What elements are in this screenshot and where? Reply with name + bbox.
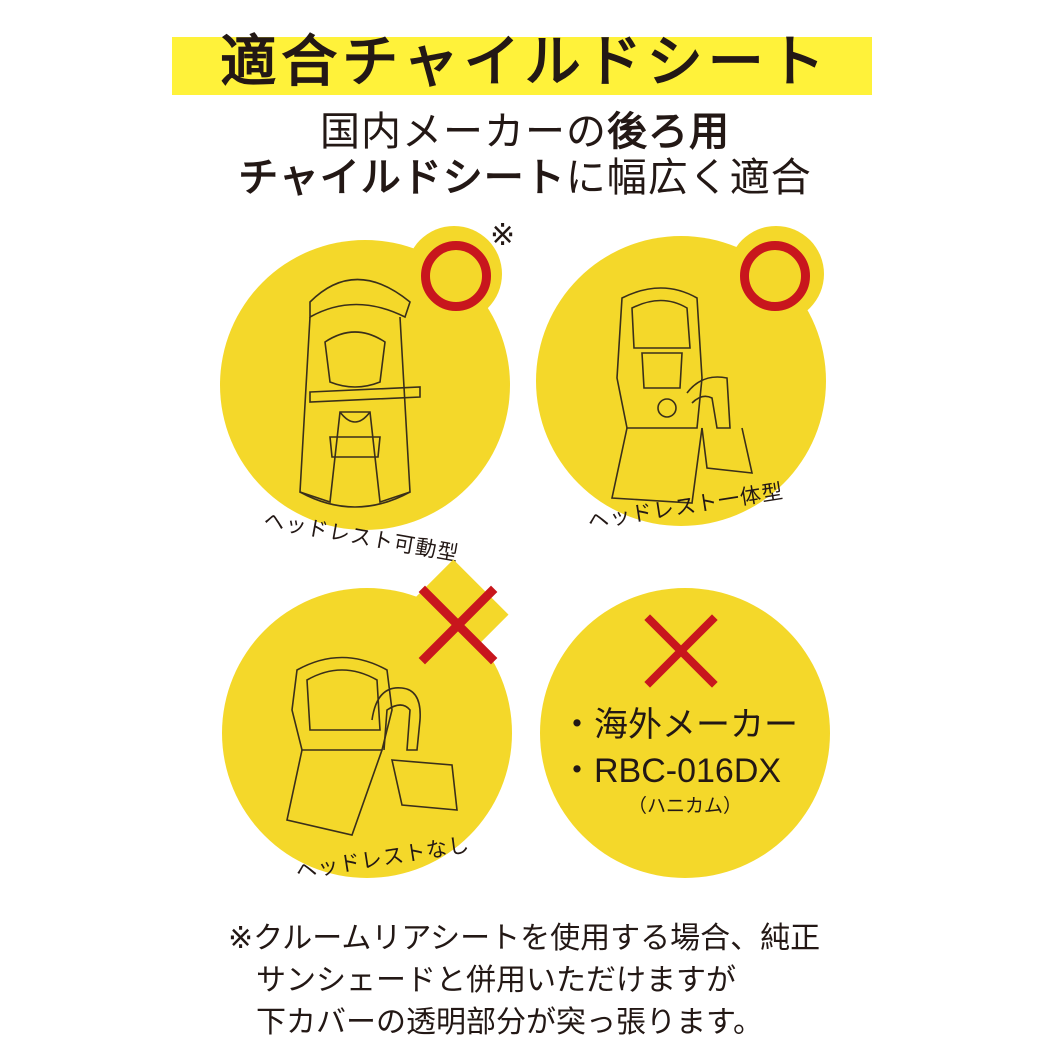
ng-mark-icon <box>418 585 498 665</box>
incompatible-list: ・海外メーカー ・RBC-016DX （ハニカム） <box>560 702 798 820</box>
seat-headrest-integrated-illustration <box>611 287 754 504</box>
footnote-line-1: ※クルームリアシートを使用する場合、純正 <box>228 921 821 956</box>
footnote: ※クルームリアシートを使用する場合、純正 サンシェードと併用いただけますが 下カ… <box>228 918 820 1044</box>
subtitle-bold-1: 後ろ用 <box>607 109 730 155</box>
page-title: 適合チャイルドシート <box>220 29 830 95</box>
subtitle-plain-1: 国内メーカーの <box>320 109 607 155</box>
seat-no-headrest-illustration <box>286 656 458 836</box>
subtitle-line-1: 国内メーカーの後ろ用 <box>0 106 1050 158</box>
ng-mark-icon <box>644 614 718 688</box>
subtitle-line-2: チャイルドシートに幅広く適合 <box>0 152 1050 204</box>
list-item: ・海外メーカー <box>560 706 798 744</box>
seat-headrest-movable-illustration <box>299 278 421 508</box>
item-circle-not-compatible <box>540 588 830 878</box>
note-mark: ※ <box>490 218 516 253</box>
title-highlight <box>172 37 872 95</box>
ok-mark-icon <box>421 241 491 311</box>
list-item: ・RBC-016DX <box>560 752 782 790</box>
subtitle-plain-2: に幅広く適合 <box>565 155 812 201</box>
list-subnote: （ハニカム） <box>628 796 743 817</box>
subtitle-bold-2: チャイルドシート <box>238 155 566 201</box>
footnote-line-2: サンシェードと併用いただけますが <box>256 963 736 998</box>
ok-mark-icon <box>740 241 810 311</box>
footnote-line-3: 下カバーの透明部分が突っ張ります。 <box>256 1005 763 1040</box>
